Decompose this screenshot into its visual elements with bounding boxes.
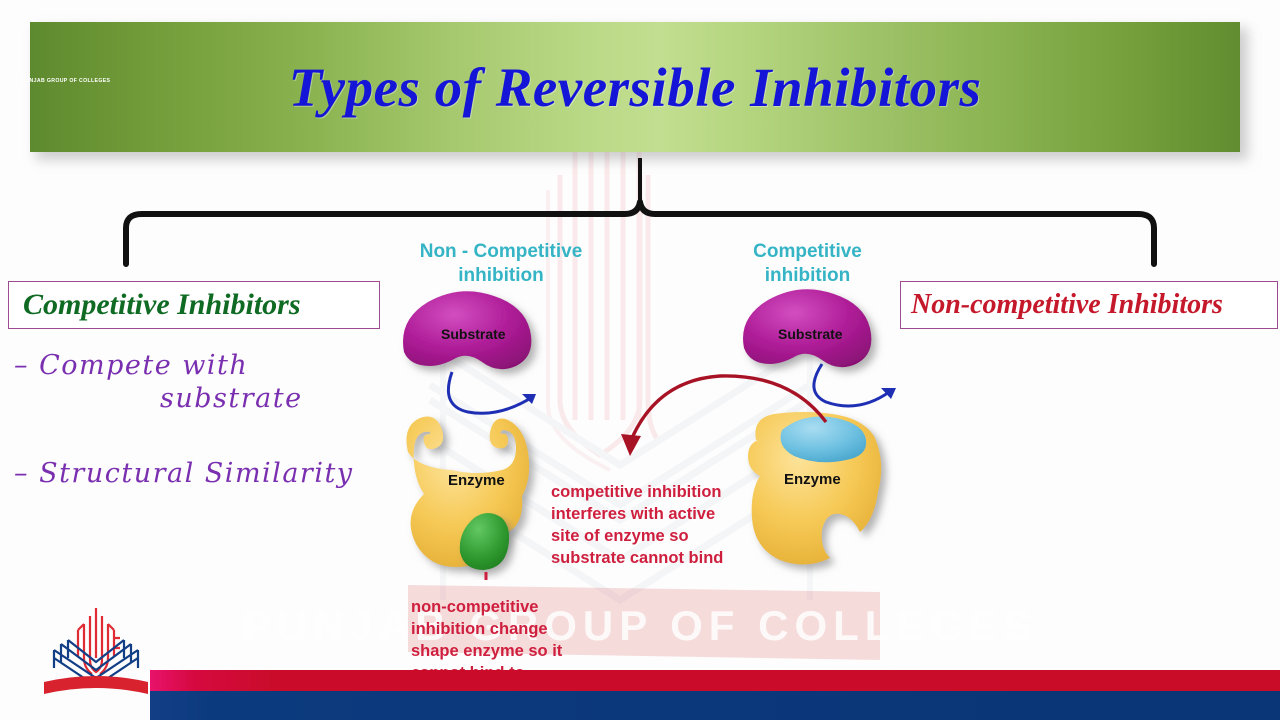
competitive-inhibitor-shape [780,416,867,463]
left-enzyme-label: Enzyme [448,472,505,489]
page-title: Types of Reversible Inhibitors [288,56,982,118]
competitive-inhibition-heading: Competitive inhibition [753,241,862,286]
right-enzyme-label: Enzyme [784,471,841,488]
competitive-inhibition-annotation: competitive inhibition interferes with a… [551,483,724,567]
handwritten-note-line-1: – Compete with [14,350,249,381]
non-competitive-inhibition-heading: Non - Competitive inhibition [419,241,583,286]
watermark-text: PUNJAB GROUP OF COLLEGES [243,602,1037,649]
handwritten-note-line-2: substrate [160,383,303,414]
logo-caption: PUNJAB GROUP OF COLLEGES [21,78,111,84]
substrate-binding-arrow [447,371,536,415]
footer-blue-bar [150,691,1280,720]
competitive-callout-arrow [621,374,828,456]
logo-tower-icon [76,608,120,675]
substrate-shape [403,291,532,370]
substrate-binding-arrow [812,363,896,408]
right-substrate-label: Substrate [778,326,843,342]
footer-red-bar [150,670,1280,691]
non-competitive-inhibition-diagram [403,291,536,580]
handwritten-note-line-3: – Structural Similarity [14,458,354,489]
non-competitive-inhibitors-box: Non-competitive Inhibitors [900,281,1278,329]
non-competitive-inhibitors-label: Non-competitive Inhibitors [911,289,1223,320]
left-substrate-label: Substrate [441,326,506,342]
grouping-brace [123,158,1157,267]
competitive-inhibitors-label: Competitive Inhibitors [23,288,301,321]
logo-ribbon [44,676,148,694]
competitive-inhibitors-box: Competitive Inhibitors [8,281,380,329]
punjab-group-logo [44,608,148,694]
non-competitive-callout-arrow [484,572,488,580]
competitive-inhibition-diagram [743,289,896,565]
substrate-shape [743,289,872,368]
allosteric-inhibitor-shape [459,513,510,570]
title-banner: Types of Reversible Inhibitors [30,22,1240,152]
